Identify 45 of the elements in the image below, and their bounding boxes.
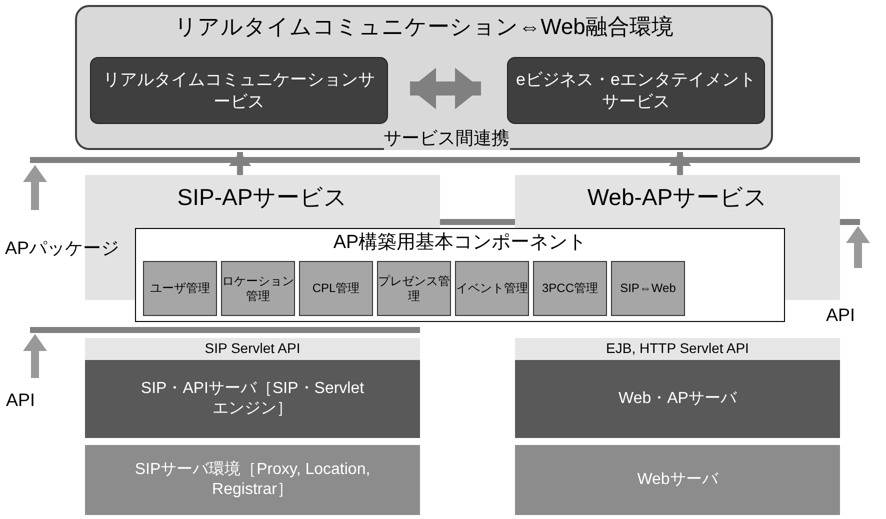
edge-label: サービス間連携 [384, 126, 510, 150]
box-label: プレゼンス管理 [378, 274, 450, 304]
server-env-box [515, 445, 840, 515]
arrow [228, 152, 252, 175]
component-box [299, 261, 373, 316]
box-label: ロケーション管理 [222, 274, 294, 304]
environment-box [75, 5, 773, 150]
box-label: 3PCC管理 [542, 281, 598, 296]
side-label: API [6, 390, 36, 411]
box-label: CPL管理 [312, 281, 360, 296]
component-box [611, 261, 685, 316]
box-label: SIPサーバ環境［Proxy, Location, Registrar］ [134, 460, 372, 500]
server-box [515, 360, 840, 438]
component-box [143, 261, 217, 316]
component-box [221, 261, 295, 316]
service-box [507, 57, 765, 124]
box-title: Web-APサービス [587, 183, 768, 212]
box-label: SIP・APIサーバ［SIP・Servletエンジン］ [140, 379, 365, 419]
box-label: リアルタイムコミュニケーションサービス [102, 69, 376, 112]
box-label: イベント管理 [456, 281, 528, 296]
service-band [515, 175, 840, 228]
server-env-box [85, 445, 420, 515]
box-label: Webサーバ [637, 470, 718, 490]
service-band [85, 175, 440, 228]
component-box [533, 261, 607, 316]
box-title: リアルタイムコミュニケーション⇔Web融合環境 [174, 13, 674, 40]
box-title: AP構築用基本コンポーネント [333, 231, 587, 255]
component-box [455, 261, 529, 316]
box-label: EJB, HTTP Servlet API [606, 340, 749, 358]
api-band [515, 338, 840, 360]
component-box [377, 261, 451, 316]
arrow [668, 152, 692, 175]
side-label: APパッケージ [5, 237, 120, 260]
box-label: ユーザ管理 [150, 281, 210, 296]
box-label: Web・APサーバ [618, 389, 736, 409]
component-panel [135, 228, 785, 322]
box-label: SIP Servlet API [204, 340, 300, 358]
api-band [85, 338, 420, 360]
box-title: SIP-APサービス [177, 183, 348, 212]
server-box [85, 360, 420, 438]
box-label: eビジネス・eエンタテイメントサービス [515, 69, 757, 112]
arrow [410, 68, 481, 110]
box-label: SIP⇔Web [620, 281, 676, 296]
side-label: API [826, 305, 856, 326]
service-box [90, 57, 388, 124]
